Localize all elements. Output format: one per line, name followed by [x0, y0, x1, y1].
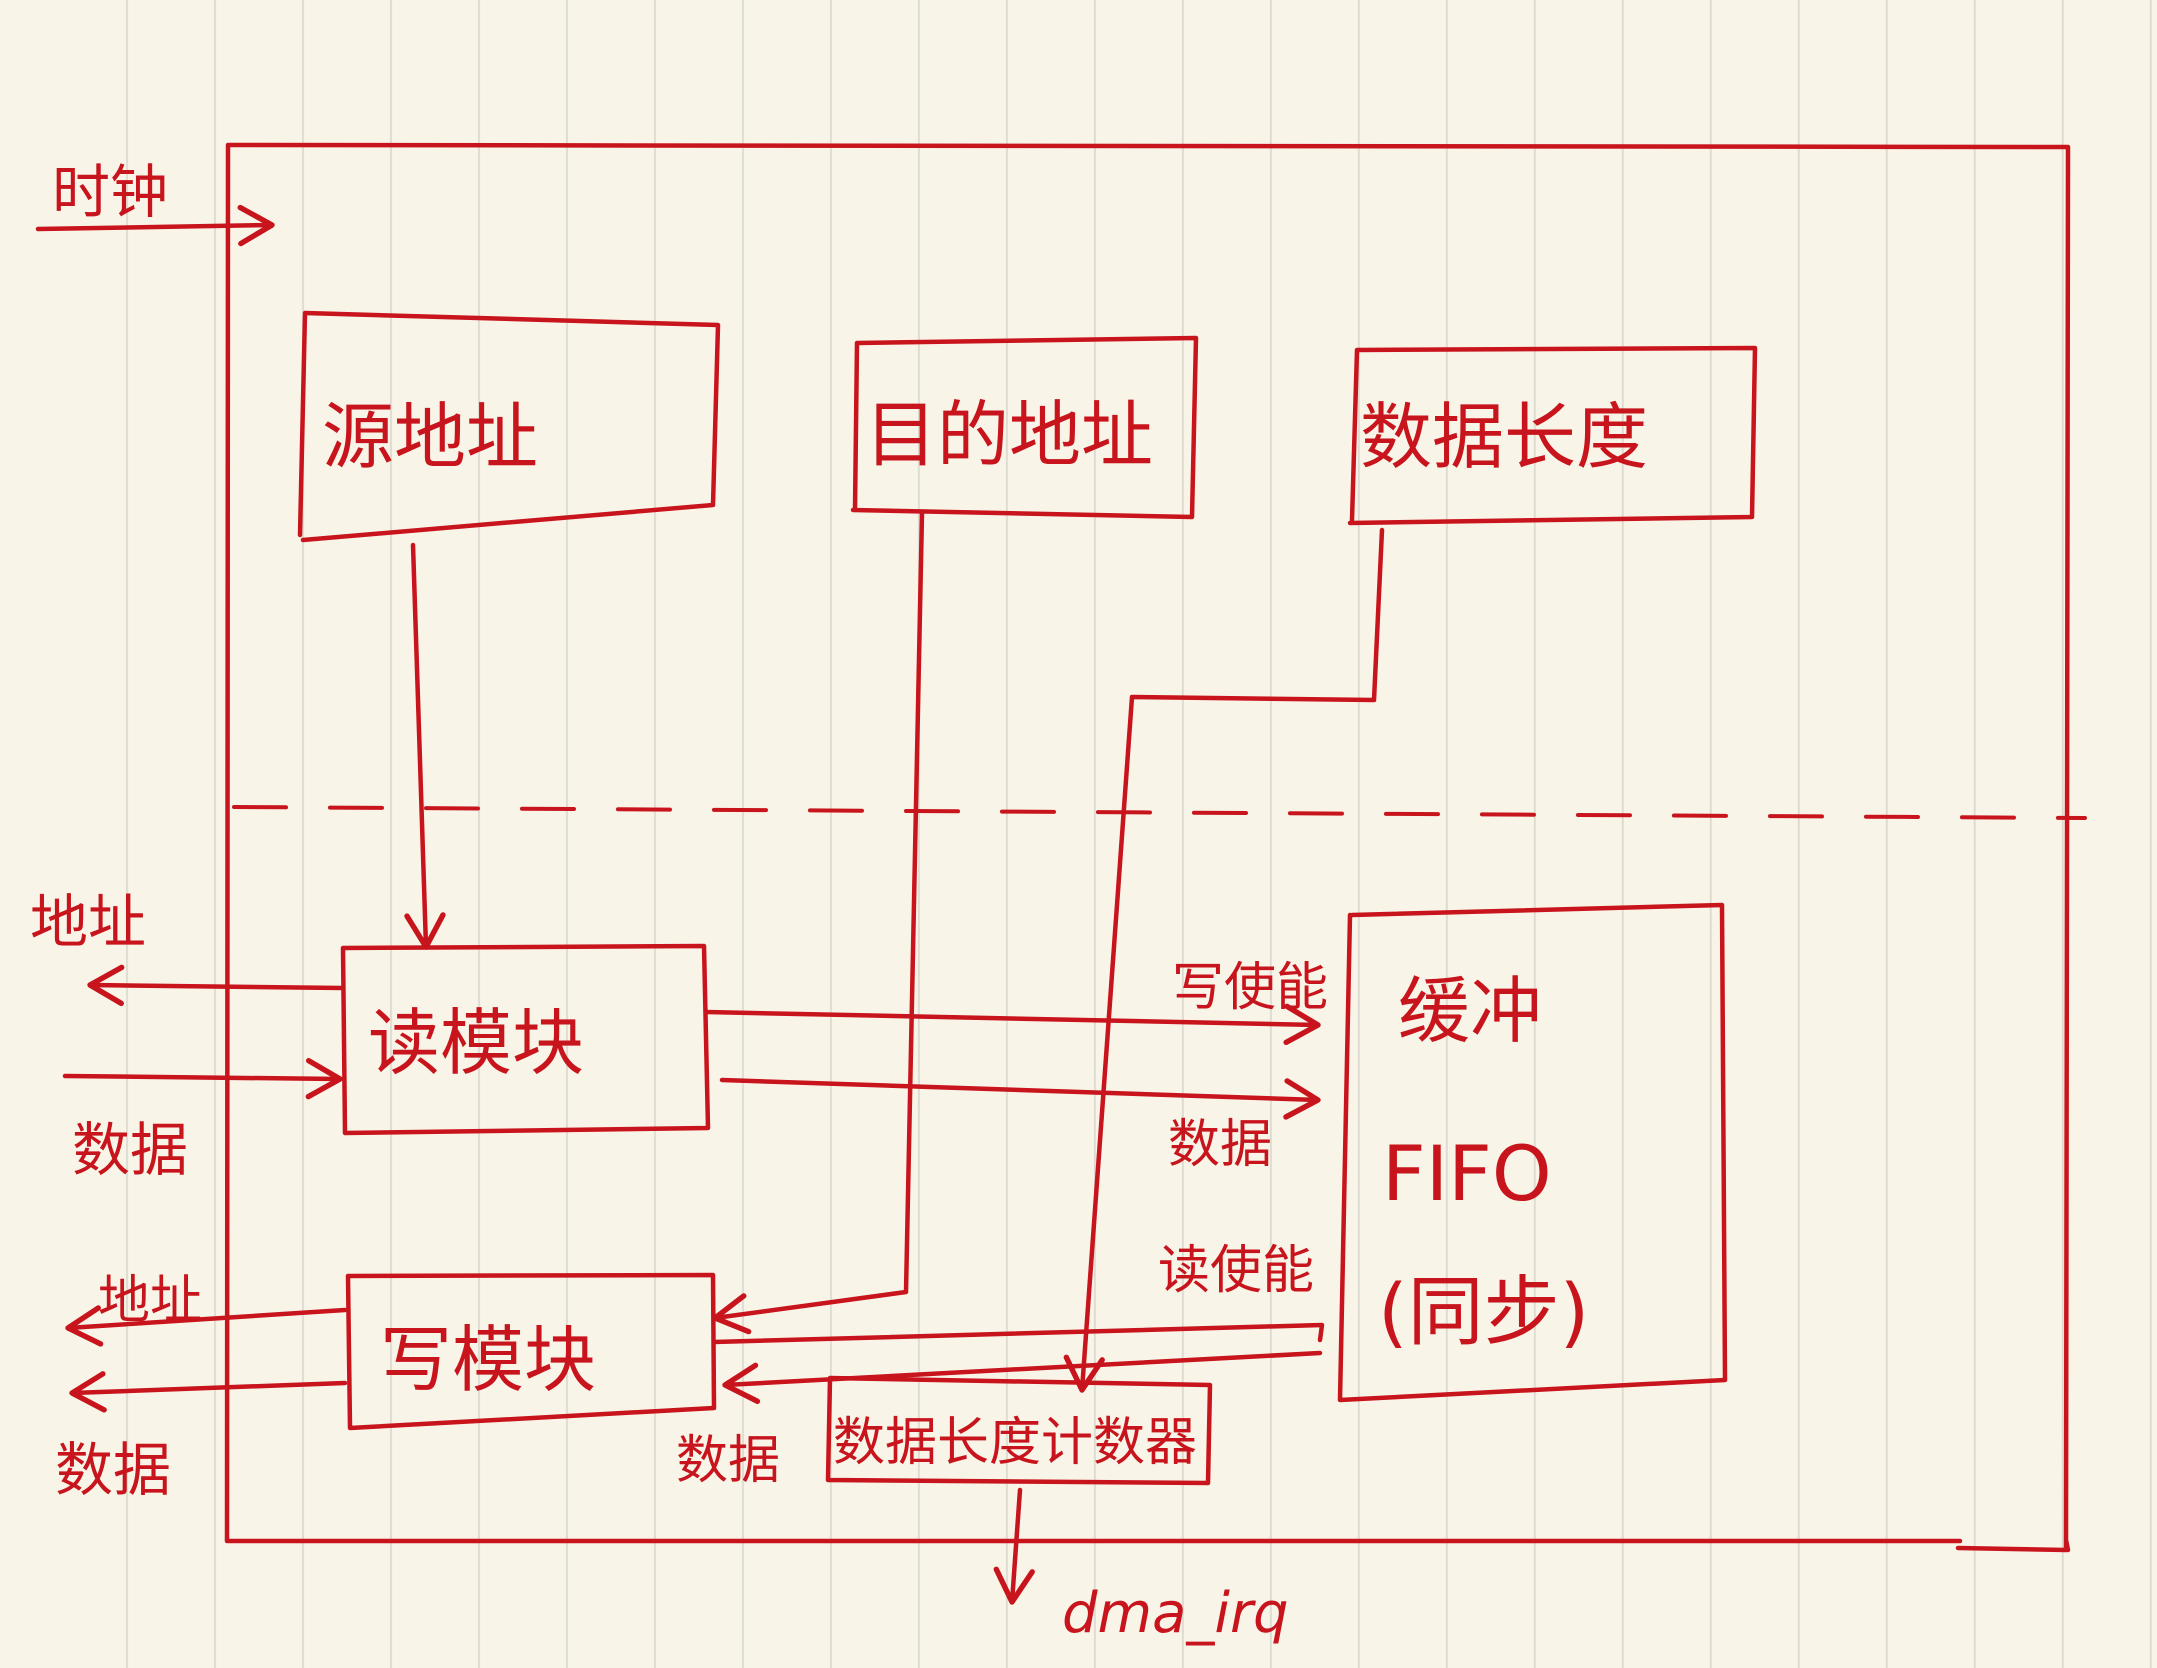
read-addr-out-label: 地址 [30, 888, 146, 956]
fifo-label-line3: (同步) [1378, 1267, 1589, 1356]
read-module-label: 读模块 [368, 1001, 584, 1085]
write-module-label: 写模块 [380, 1318, 596, 1402]
irq-label: dma_irq [1062, 1581, 1289, 1646]
dst-addr-label: 目的地址 [865, 393, 1153, 477]
write-addr-out-arrow [65, 1305, 348, 1347]
write-data-out-label: 数据 [55, 1436, 171, 1504]
write-enable-arrow [703, 1003, 1321, 1046]
src-addr-box [297, 310, 721, 543]
fifo-data-in-label: 数据 [1168, 1115, 1272, 1175]
write-data-in-label: 数据 [676, 1431, 780, 1491]
outer-boundary [224, 142, 2071, 1553]
write-enable-label: 写使能 [1172, 958, 1328, 1018]
fifo-data-in-arrow [719, 1077, 1321, 1120]
read-data-in-arrow [62, 1057, 343, 1100]
read-module-box [340, 943, 711, 1136]
dst-to-write-arrow [712, 510, 925, 1335]
fifo-label-line1: 缓冲 [1398, 969, 1542, 1053]
fifo-box [1337, 902, 1728, 1403]
write-data-out-arrow [69, 1371, 348, 1413]
src-addr-label: 源地址 [322, 395, 538, 479]
read-enable-line [711, 1322, 1325, 1345]
fifo-label-line2: FIFO [1382, 1129, 1552, 1218]
len-counter-box [825, 1375, 1213, 1486]
len-to-counter-arrow [1063, 527, 1385, 1393]
clock-arrow [35, 204, 275, 247]
dst-addr-box [850, 335, 1199, 520]
read-addr-out-arrow [87, 964, 346, 1007]
data-len-box [1347, 345, 1758, 526]
read-enable-label: 读使能 [1158, 1241, 1314, 1301]
separator-dashed-line [232, 805, 2087, 820]
clock-label: 时钟 [52, 158, 168, 226]
write-data-in-arrow [722, 1350, 1323, 1404]
src-to-read-arrow [404, 542, 446, 950]
data-len-label: 数据长度 [1360, 395, 1648, 479]
len-counter-label: 数据长度计数器 [833, 1413, 1197, 1473]
write-module-box [345, 1272, 717, 1431]
read-data-in-label: 数据 [72, 1116, 188, 1184]
irq-arrow [993, 1487, 1035, 1605]
